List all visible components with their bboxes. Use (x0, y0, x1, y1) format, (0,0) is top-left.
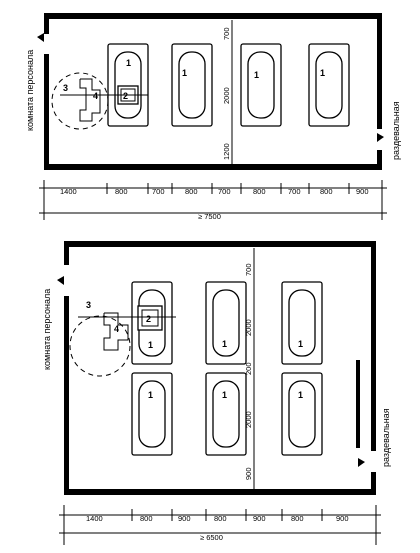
plan2-dim: 900 (336, 514, 349, 523)
plan1-dim-chain (39, 180, 387, 220)
svg-text:1: 1 (298, 390, 303, 400)
svg-text:1: 1 (182, 68, 187, 78)
plan2-dim: 900 (253, 514, 266, 523)
plan2-wall-right (371, 241, 376, 451)
plan1-tub: 1 (240, 43, 282, 127)
plan-1: комната персонала раздевальная 1 1 1 1 (25, 13, 401, 221)
svg-text:1: 1 (148, 340, 153, 350)
plan2-wall-bottom (64, 489, 376, 495)
plan1-wall-left (44, 54, 49, 170)
plan1-dim: 900 (356, 187, 369, 196)
plan1-right-room-label: раздевальная (391, 101, 401, 160)
plan1-tub: 1 (171, 43, 213, 127)
plan2-left-room-label: комната персонала (42, 289, 52, 370)
svg-text:1: 1 (126, 58, 131, 68)
plan1-mark-chair: 3 (63, 83, 68, 93)
plan2-total-dim: ≥ 6500 (200, 533, 223, 542)
plan2-dim: 800 (214, 514, 227, 523)
plan2-vdim: 200 (244, 362, 253, 375)
plan1-vdim: 2000 (222, 87, 231, 104)
plan2-wall-left (64, 296, 69, 495)
plan1-dim: 1400 (60, 187, 77, 196)
plan1-wall-top (44, 13, 382, 19)
plan2-desk-inner (141, 309, 159, 327)
plan1-wall-bottom (44, 164, 382, 170)
plan2-mark-post: 4 (114, 324, 119, 334)
plan1-door-left-marker (37, 33, 44, 42)
plan2-door-right-marker (358, 458, 365, 467)
plan1-vdim: 700 (222, 27, 231, 40)
plan1-dim: 800 (320, 187, 333, 196)
plan2-post-outline (103, 312, 129, 351)
plan2-mark-chair: 3 (86, 300, 91, 310)
plan1-mark-desk: 2 (123, 91, 128, 101)
svg-text:1: 1 (222, 339, 227, 349)
plan1-dim: 800 (185, 187, 198, 196)
plan2-dim: 800 (291, 514, 304, 523)
plan1-tub: 1 (308, 43, 350, 127)
plan2-tub: 1 (131, 372, 173, 456)
plan1-wall-left (44, 13, 49, 34)
plan1-vdim: 1200 (222, 143, 231, 160)
plan2-dim: 800 (140, 514, 153, 523)
plan2-post-zone (69, 315, 131, 377)
plan-2: комната персонала раздевальная 1 1 1 1 (42, 241, 391, 545)
plan2-wall-top (64, 241, 376, 247)
plan1-post-outline (79, 78, 101, 122)
plan2-tub: 1 (205, 372, 247, 456)
plan2-dim-chain (59, 505, 381, 545)
plan2-mark-desk: 2 (146, 314, 151, 324)
plan2-vdim: 900 (244, 467, 253, 480)
plan2-dim: 1400 (86, 514, 103, 523)
plan1-dim: 800 (253, 187, 266, 196)
plan2-tub: 1 (281, 281, 323, 365)
plan1-wall-right (377, 13, 382, 129)
plan1-wall-right (377, 150, 382, 170)
plan1-post-zone (51, 72, 109, 130)
svg-text:1: 1 (254, 70, 259, 80)
plan1-dim: 700 (152, 187, 165, 196)
plan2-tub: 1 (281, 372, 323, 456)
plan1-total-dim: ≥ 7500 (198, 212, 221, 221)
plan2-wall-left (64, 241, 69, 265)
svg-text:1: 1 (320, 68, 325, 78)
plan2-wall-right (371, 472, 376, 495)
plan2-vdim: 700 (244, 263, 253, 276)
svg-text:1: 1 (148, 390, 153, 400)
plan2-right-room-label: раздевальная (381, 408, 391, 467)
plan1-tub: 1 (107, 43, 149, 127)
plan1-left-room-label: комната персонала (25, 50, 35, 131)
plan2-dim: 900 (178, 514, 191, 523)
svg-text:1: 1 (222, 390, 227, 400)
plan2-door-left-marker (57, 276, 64, 285)
plan1-dim: 700 (288, 187, 301, 196)
svg-text:1: 1 (298, 339, 303, 349)
plan1-dim: 700 (218, 187, 231, 196)
plan1-dim: 800 (115, 187, 128, 196)
plan2-vdim: 2000 (244, 319, 253, 336)
plan2-tub: 1 (205, 281, 247, 365)
plan1-mark-post: 4 (93, 91, 98, 101)
plan2-vdim: 2000 (244, 411, 253, 428)
plan2-partition (356, 360, 360, 448)
plan1-door-right-marker (377, 133, 384, 142)
